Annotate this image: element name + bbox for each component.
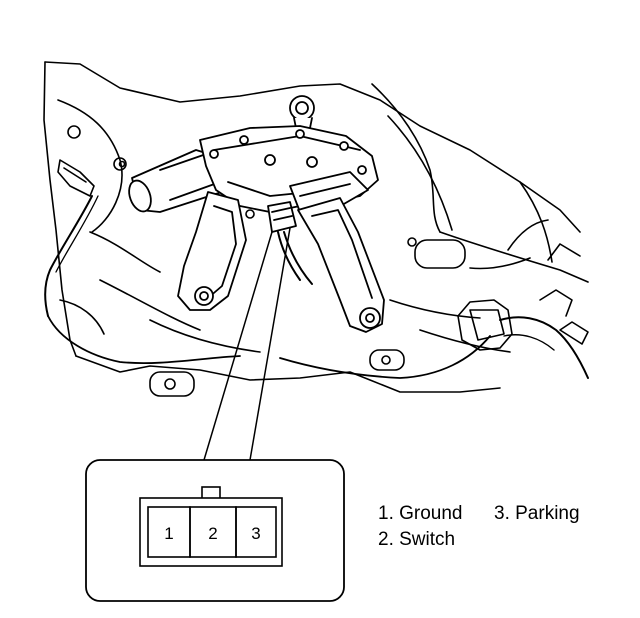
connector-3-pin: [139, 486, 283, 567]
body-panel-illustration: [43, 61, 589, 397]
pin-1-label: 1: [164, 524, 173, 543]
legend-item-parking: 3. Parking: [494, 503, 580, 524]
pin-3-label: 3: [251, 524, 260, 543]
legend-item-switch: 2. Switch: [378, 529, 455, 550]
pin-legend: 1. Ground 2. Switch 3. Parking: [378, 503, 580, 550]
callout-leader-lines: [203, 227, 291, 461]
wiper-motor-assembly: [128, 95, 385, 333]
connector-inset-box: 1 2 3: [85, 459, 345, 602]
legend-item-ground: 1. Ground: [378, 503, 463, 524]
pin-2-label: 2: [208, 524, 217, 543]
